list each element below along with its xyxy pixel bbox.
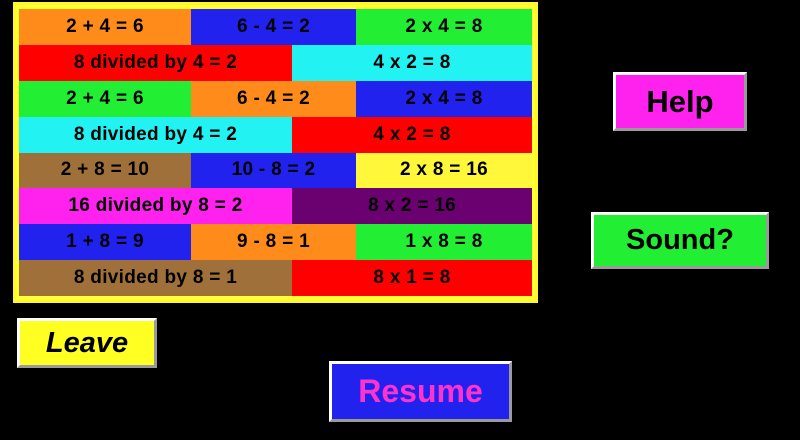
sound-button[interactable]: Sound? [591, 212, 769, 269]
fact-cell[interactable]: 16 divided by 8 = 2 [19, 188, 292, 225]
fact-cell[interactable]: 1 x 8 = 8 [356, 224, 532, 261]
fact-cell[interactable]: 4 x 2 = 8 [292, 116, 532, 153]
fact-cell[interactable]: 8 divided by 4 = 2 [19, 116, 292, 153]
fact-cell[interactable]: 8 x 2 = 16 [292, 188, 532, 225]
fact-cell[interactable]: 2 + 4 = 6 [19, 80, 191, 117]
help-button[interactable]: Help [613, 72, 747, 131]
fact-cell[interactable]: 8 divided by 4 = 2 [19, 44, 292, 81]
fact-cell[interactable]: 9 - 8 = 1 [191, 224, 356, 261]
fact-cell[interactable]: 2 + 4 = 6 [19, 9, 191, 45]
fact-cell[interactable]: 2 x 4 = 8 [356, 80, 532, 117]
fact-cell[interactable]: 8 x 1 = 8 [292, 260, 532, 296]
fact-cell[interactable]: 4 x 2 = 8 [292, 44, 532, 81]
leave-button[interactable]: Leave [17, 318, 157, 368]
fact-cell[interactable]: 10 - 8 = 2 [191, 152, 356, 189]
fact-cell[interactable]: 8 divided by 8 = 1 [19, 260, 292, 296]
fact-cell[interactable]: 2 x 4 = 8 [356, 9, 532, 45]
fact-cell[interactable]: 2 x 8 = 16 [356, 152, 532, 189]
resume-button[interactable]: Resume [329, 361, 512, 422]
fact-cell[interactable]: 2 + 8 = 10 [19, 152, 191, 189]
fact-cell[interactable]: 6 - 4 = 2 [191, 9, 356, 45]
fact-cell[interactable]: 6 - 4 = 2 [191, 80, 356, 117]
fact-cell[interactable]: 1 + 8 = 9 [19, 224, 191, 261]
